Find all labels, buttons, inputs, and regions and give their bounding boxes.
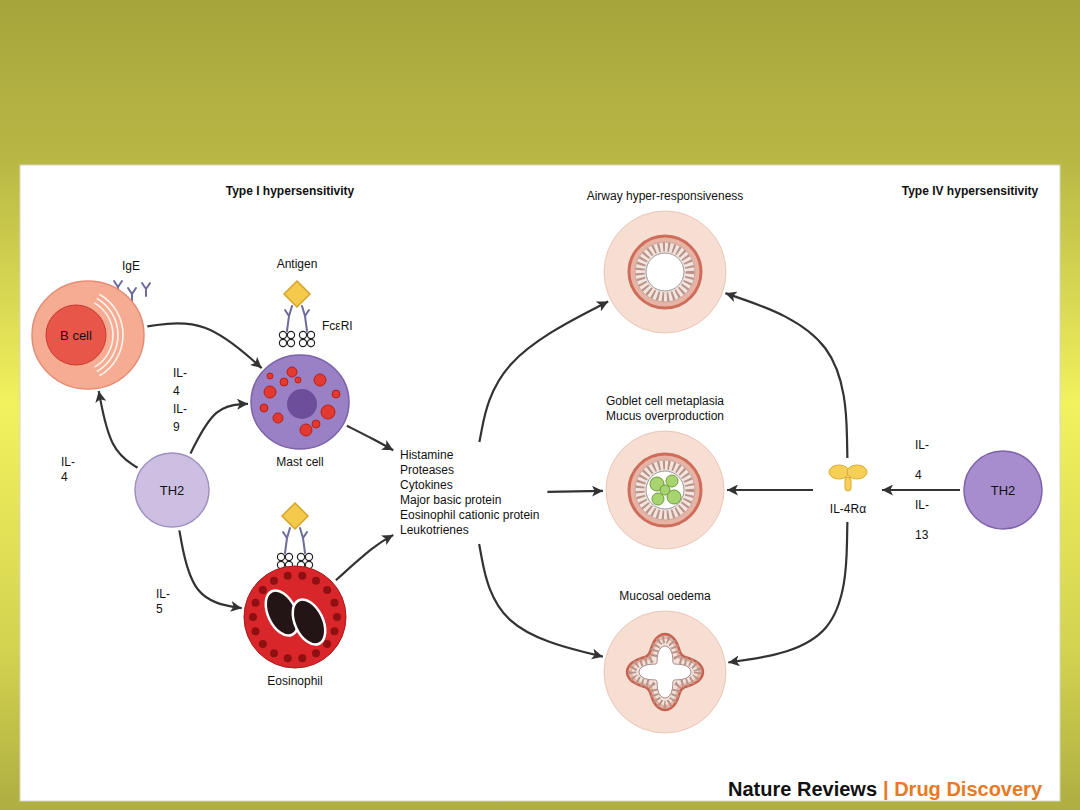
cell-label: IL-4Rα	[816, 502, 880, 517]
arrow-connector	[147, 323, 261, 368]
section-heading: Type I hypersensitivity	[226, 184, 355, 199]
mediator-name: Eosinophil cationic protein	[400, 508, 539, 523]
th2-cell: TH2	[963, 450, 1043, 530]
arrow-connector	[728, 522, 847, 663]
eosinophil: Eosinophil	[243, 565, 347, 669]
mediator-name: Leukotrienes	[400, 523, 539, 538]
cell-label: Airway hyper-responsiveness	[587, 189, 744, 204]
eosinophil-shape	[243, 565, 347, 669]
receptor-label: FcεRI	[322, 319, 353, 334]
figure-panel	[20, 165, 1060, 801]
airway-section: Mucosal oedema	[603, 610, 727, 734]
cell-label: TH2	[991, 483, 1016, 498]
cytokine-label: IL-4 IL-13	[915, 430, 929, 550]
mast-cell: Mast cell	[250, 354, 350, 450]
airway-section-shape	[603, 610, 727, 734]
arrow-connector	[191, 404, 249, 454]
text-holder: Mucosal oedema	[619, 589, 710, 604]
arrow-connector	[479, 544, 603, 657]
text-holder: IL-4Rα	[816, 502, 880, 517]
molecule-label: Antigen	[277, 257, 318, 272]
cell-label: B cell	[60, 328, 92, 343]
airway-section: Airway hyper-responsiveness	[603, 210, 727, 334]
mast-cell-shape	[250, 354, 350, 450]
cytokine-label: IL-5	[156, 587, 170, 617]
arrow-connector	[547, 490, 603, 493]
cell-label: TH2	[160, 483, 185, 498]
airway-section: Goblet cell metaplasiaMucus overproducti…	[605, 430, 725, 550]
cell-label: Mucosal oedema	[619, 589, 710, 604]
text-holder: TH2	[963, 450, 1043, 530]
airway-section-shape	[605, 430, 725, 550]
journal-name: | Drug Discovery	[883, 777, 1042, 801]
section-heading: Type IV hypersensitivity	[902, 184, 1039, 199]
b-cell: B cell	[31, 280, 145, 390]
arrow-connector	[727, 489, 813, 491]
mediator-name: Histamine	[400, 448, 539, 463]
cytokine-label: IL-4 IL-9	[173, 364, 187, 436]
mediator-name: Cytokines	[400, 478, 539, 493]
text-holder: B cell	[19, 280, 133, 390]
text-holder: Goblet cell metaplasiaMucus overproducti…	[606, 394, 724, 424]
th2-cell: TH2	[134, 452, 210, 528]
arrow-connector	[882, 489, 960, 491]
arrow-connector	[99, 391, 138, 468]
arrow-connector	[347, 426, 393, 450]
airway-section-shape	[603, 210, 727, 334]
arrow-connector	[725, 293, 847, 458]
text-holder: Airway hyper-responsiveness	[587, 189, 744, 204]
cell-label: Mucus overproduction	[606, 409, 724, 424]
text-holder: Mast cell	[276, 455, 323, 470]
journal-name: Nature Reviews	[728, 777, 877, 801]
arrow-connector	[336, 535, 393, 580]
cell-label: Mast cell	[276, 455, 323, 470]
il4-receptor: IL-4Rα	[816, 461, 880, 519]
arrow-connector	[479, 301, 608, 442]
mediator-list: HistamineProteasesCytokinesMajor basic p…	[395, 445, 544, 541]
mediator-name: Proteases	[400, 463, 539, 478]
mediator-name: Major basic protein	[400, 493, 539, 508]
molecule-label: IgE	[122, 259, 140, 274]
cytokine-label: IL-4	[61, 455, 75, 485]
text-holder: Eosinophil	[267, 674, 322, 689]
text-holder: TH2	[134, 452, 210, 528]
arrow-connector	[179, 530, 241, 608]
cell-label: Goblet cell metaplasia	[606, 394, 724, 409]
cell-label: Eosinophil	[267, 674, 322, 689]
